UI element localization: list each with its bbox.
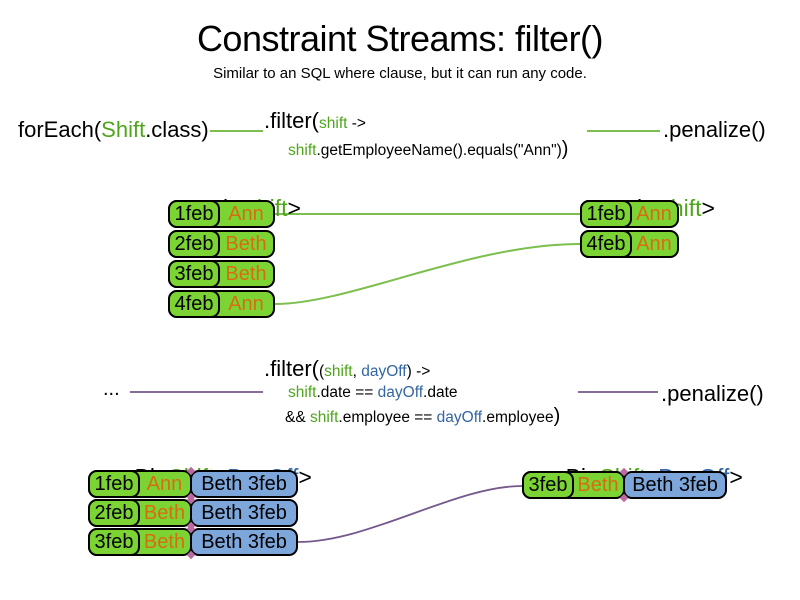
bi-left-post: > — [298, 464, 312, 490]
shift-date-cell: 3feb — [168, 260, 220, 288]
filter1-arrow: -> — [347, 115, 366, 132]
shift-card: 3feb Beth — [522, 471, 625, 499]
shift-card: 3feb Beth — [168, 260, 275, 288]
shift-card: 4feb Ann — [168, 290, 275, 318]
filter1-head: .filter(shift -> — [264, 108, 366, 134]
filter2-name: .filter( — [264, 356, 319, 381]
shift-employee-cell: Beth — [143, 530, 186, 553]
shift-employee-cell: Beth — [143, 501, 186, 524]
penalize1-code: .penalize() — [663, 117, 766, 142]
shift-card: 2feb Beth — [88, 499, 192, 527]
shift-employee-cell: Ann — [228, 202, 264, 225]
filter2-line2-eq: .date == — [316, 384, 378, 401]
connector-3feb-beth — [297, 485, 523, 543]
filter1-name: .filter( — [264, 108, 319, 133]
shift-employee-cell: Beth — [225, 262, 267, 285]
filter1-body-arg: shift — [288, 142, 317, 159]
shift-employee-cell: Ann — [146, 472, 183, 495]
filter1-body-rest: .getEmployeeName().equals("Ann") — [316, 142, 562, 159]
shift-employee-cell: Beth — [577, 473, 619, 496]
shift-date-cell: 1feb — [168, 200, 220, 228]
filter2-line3-close: ) — [553, 405, 561, 427]
filter2-line3-dayoff: dayOff — [436, 409, 483, 426]
shift-card: 4feb Ann — [580, 230, 679, 258]
filter1-body: shift.getEmployeeName().equals("Ann")) — [288, 138, 568, 161]
shift-date-cell: 1feb — [88, 470, 140, 498]
filter2-line2-shift: shift — [288, 384, 317, 401]
shift-date-cell: 1feb — [580, 200, 632, 228]
page-subtitle: Similar to an SQL where clause, but it c… — [213, 65, 587, 82]
filter2-line3-eq: .employee == — [338, 409, 437, 426]
shift-card: 1feb Ann — [168, 200, 275, 228]
shift-employee-cell: Ann — [228, 292, 264, 315]
filter2-line3-end: .employee — [482, 409, 554, 426]
shift-employee-cell: Beth — [225, 232, 267, 255]
penalize2-code: .penalize() — [661, 381, 764, 406]
foreach-pre: forEach( — [18, 117, 102, 142]
uni-left-post: > — [287, 195, 301, 221]
uni-right-post: > — [701, 195, 715, 221]
shift-date-cell: 4feb — [580, 230, 632, 258]
filter2-comma: , — [352, 363, 362, 380]
filter1-body-close: ) — [561, 138, 569, 160]
shift-date-cell: 3feb — [88, 528, 140, 556]
shift-date-cell: 2feb — [88, 499, 140, 527]
filter2-line2-dayoff: dayOff — [377, 384, 424, 401]
foreach-post: .class) — [145, 117, 209, 142]
page-title: Constraint Streams: filter() — [196, 18, 604, 59]
dayoff-card: Beth 3feb — [190, 470, 298, 498]
shift-card: 1feb Ann — [580, 200, 679, 228]
filter2-arrow: ) -> — [406, 363, 431, 380]
foreach-shift-class: Shift — [101, 117, 146, 142]
shift-card: 2feb Beth — [168, 230, 275, 258]
shift-employee-cell: Ann — [636, 202, 672, 225]
filter2-arg2: dayOff — [361, 363, 407, 380]
dayoff-card: Beth 3feb — [190, 499, 298, 527]
bi-right-post: > — [729, 464, 743, 490]
foreach-code: forEach(Shift.class) — [18, 117, 209, 143]
connector-4feb-ann — [274, 243, 581, 305]
filter2-line2-end: .date — [423, 384, 458, 401]
shift-card: 1feb Ann — [88, 470, 192, 498]
shift-date-cell: 2feb — [168, 230, 220, 258]
filter2-line3-and: && — [285, 409, 310, 426]
shift-employee-cell: Ann — [636, 232, 672, 255]
shift-card: 3feb Beth — [88, 528, 192, 556]
filter2-line3: && shift.employee == dayOff.employee) — [285, 405, 560, 428]
dayoff-card: Beth 3feb — [190, 528, 298, 556]
dayoff-card: Beth 3feb — [623, 471, 727, 499]
filter2-head: .filter((shift, dayOff) -> — [264, 356, 430, 382]
filter1-arg: shift — [319, 115, 348, 132]
filter2-open-paren: ( — [319, 363, 325, 380]
shift-date-cell: 4feb — [168, 290, 220, 318]
filter2-line3-shift: shift — [309, 409, 339, 426]
filter2-line2: shift.date == dayOff.date — [288, 384, 458, 402]
filter2-arg1: shift — [324, 363, 353, 380]
shift-date-cell: 3feb — [522, 471, 574, 499]
source-ellipsis: ... — [103, 378, 120, 400]
